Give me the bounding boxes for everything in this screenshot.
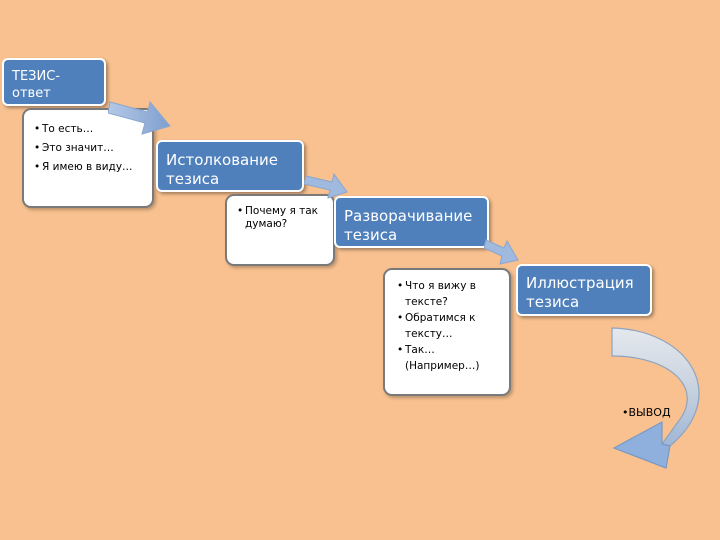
expansion-note: Так… (Например…)	[397, 342, 503, 374]
thesis-note: Это значит…	[34, 139, 146, 158]
thesis-label-line2: ответ	[12, 86, 51, 101]
expansion-box: Разворачивание тезиса	[334, 196, 489, 248]
interpretation-label-line1: Истолкование	[166, 151, 279, 169]
expansion-label-line2: тезиса	[344, 226, 398, 244]
expansion-note: Что я вижу в тексте?	[397, 278, 503, 310]
curved-arrow-to-conclusion	[611, 327, 700, 469]
conclusion-label: •ВЫВОД	[622, 406, 671, 419]
connector-arrow-2	[304, 172, 348, 199]
expansion-notes-box: Что я вижу в тексте? Обратимся к тексту……	[383, 268, 511, 396]
connector-arrow-3	[484, 239, 519, 265]
expansion-note: Обратимся к тексту…	[397, 310, 503, 342]
interpretation-notes-box: Почему я так думаю?	[225, 194, 335, 266]
illustration-label-line1: Иллюстрация	[526, 274, 634, 292]
interpretation-box: Истолкование тезиса	[156, 140, 304, 192]
illustration-box: Иллюстрация тезиса	[516, 264, 652, 316]
interpretation-note: Почему я так думаю?	[237, 205, 327, 231]
expansion-label-line1: Разворачивание	[344, 207, 473, 225]
thesis-note: То есть…	[34, 120, 146, 139]
thesis-note: Я имею в виду…	[34, 158, 146, 177]
interpretation-label-line2: тезиса	[166, 170, 220, 188]
thesis-box: ТЕЗИС- ответ	[2, 58, 106, 106]
thesis-notes-box: То есть… Это значит… Я имею в виду…	[22, 108, 154, 208]
connector-arrow-1	[108, 100, 171, 135]
thesis-label-line1: ТЕЗИС-	[12, 69, 60, 84]
illustration-label-line2: тезиса	[526, 293, 580, 311]
